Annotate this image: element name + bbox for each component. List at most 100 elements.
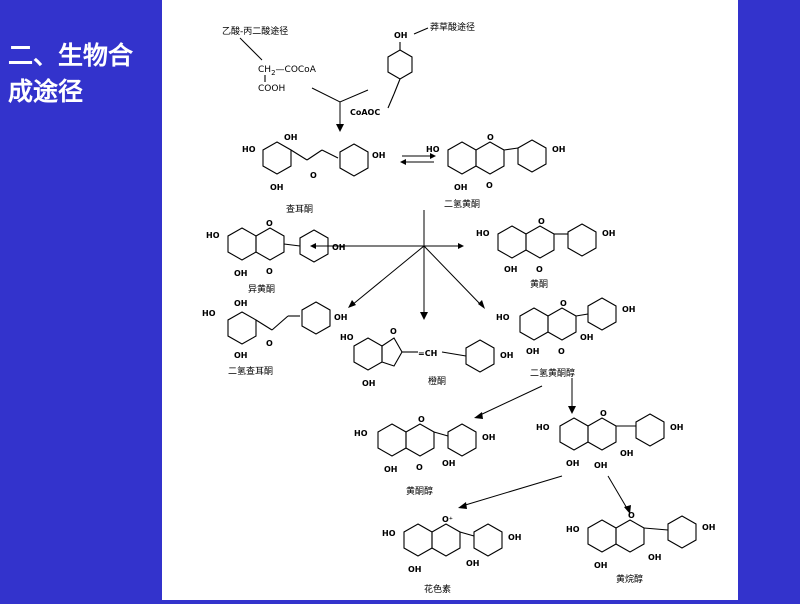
- compound-aurone: =CH O HO OH OH 橙酮: [340, 327, 514, 388]
- flavonol-ring-b: [447, 423, 477, 457]
- arrowhead-isoflavone: [310, 243, 316, 249]
- arrowhead-aurone: [420, 312, 428, 320]
- aurone-oh-b: OH: [500, 351, 514, 360]
- flavanone-ring-a: [447, 141, 477, 175]
- dihydroflavonol-oh-b: OH: [622, 305, 636, 314]
- branch-dihydrochalcone: [351, 245, 425, 306]
- aurone-ring-b: [465, 339, 495, 373]
- flavanone-ho: HO: [426, 145, 440, 154]
- precursor-shikimate-label: 莽草酸途径: [430, 21, 475, 33]
- flavanol-link: [643, 527, 669, 531]
- anthocyanidin-ring-a: [403, 523, 433, 557]
- arrowhead-diol: [568, 406, 576, 414]
- anthocyanidin-ring-b: [473, 523, 503, 557]
- isoflavone-link: [283, 243, 301, 247]
- diol-oh-a: OH: [566, 459, 580, 468]
- anthocyanidin-oh-3: OH: [466, 559, 480, 568]
- anthocyanidin-oh-a: OH: [408, 565, 422, 574]
- right-band: [738, 0, 800, 600]
- flavonol-o-ring: O: [418, 415, 425, 424]
- label-dihydroflavonol: 二氢黄酮醇: [530, 367, 575, 379]
- isoflavone-ring-a: [227, 227, 257, 261]
- compound-dihydrochalcone: OH HO OH OH O 二氢查耳酮: [202, 299, 348, 377]
- flavonol-oh-3: OH: [442, 459, 456, 468]
- flavanone-o-keto: O: [486, 181, 493, 190]
- coumaroyl-oh: OH: [394, 31, 408, 40]
- isoflavone-o-ring: O: [266, 219, 273, 228]
- isoflavone-ring-c: [255, 227, 285, 261]
- chalcone-chain3: [321, 149, 339, 159]
- diol-oh-b: OH: [670, 423, 684, 432]
- flavone-ring-b: [567, 223, 597, 257]
- compound-flavonol: O O OH HO OH OH 黄酮醇: [354, 415, 496, 497]
- flavanol-ring-b: [667, 515, 697, 549]
- flavonol-oh-a: OH: [384, 465, 398, 474]
- flavone-ring-c: [525, 225, 555, 259]
- aurone-ch: =CH: [418, 349, 437, 358]
- flavanone-o-ring: O: [487, 133, 494, 142]
- slide-title: 二、生物合 成途径: [8, 38, 158, 110]
- dihydroflavonol-o-ring: O: [560, 299, 567, 308]
- dihydroflavonol-link: [575, 313, 589, 317]
- eq-arrowhead-back: [400, 159, 406, 165]
- flavanol-oh-a: OH: [594, 561, 608, 570]
- dihydroflavonol-oh-a: OH: [526, 347, 540, 356]
- chalcone-o: O: [310, 171, 317, 180]
- flavonol-ho: HO: [354, 429, 368, 438]
- label-anthocyanidin: 花色素: [424, 583, 451, 595]
- chalcone-chain2: [306, 149, 323, 161]
- slide-title-line2: 成途径: [8, 77, 84, 106]
- left-band: [0, 0, 162, 600]
- dihydrochalcone-oh-bottom: OH: [234, 351, 248, 360]
- compound-anthocyanidin: O⁺ OH HO OH OH 花色素: [382, 515, 522, 595]
- diol-oh-3: OH: [620, 449, 634, 458]
- compound-flavanone: O O HO OH OH 二氢黄酮: [426, 133, 566, 210]
- dihydrochalcone-o: O: [266, 339, 273, 348]
- dihydrochalcone-oh-b: OH: [334, 313, 348, 322]
- anthocyanidin-ring-c: [431, 523, 461, 557]
- label-isoflavone: 异黄酮: [248, 283, 275, 295]
- flavanol-ho: HO: [566, 525, 580, 534]
- diol-ring-a: [559, 417, 589, 451]
- chalcone-ring-b: [339, 143, 369, 177]
- flavanone-ring-b: [517, 139, 547, 173]
- coumaroyl-chain2: [387, 93, 395, 109]
- flavone-ring-a: [497, 225, 527, 259]
- arrowhead-anthocyanidin: [458, 502, 467, 509]
- dihydrochalcone-chain2: [271, 315, 289, 331]
- aurone-link: [441, 351, 467, 357]
- eq-arrowhead-forward: [430, 153, 436, 159]
- diol-ring-b: [635, 413, 665, 447]
- flavanone-ring-c: [475, 141, 505, 175]
- dihydrochalcone-ring-b: [301, 301, 331, 335]
- isoflavone-ho: HO: [206, 231, 220, 240]
- flavonol-ring-a: [377, 423, 407, 457]
- isoflavone-oh-a: OH: [234, 269, 248, 278]
- compound-flavanol: O HO OH OH OH 黄烷醇: [566, 511, 716, 585]
- aurone-ring-a: [353, 337, 383, 371]
- compound-flavone: O O HO OH OH 黄酮: [476, 217, 616, 290]
- isoflavone-ring-b: [299, 229, 329, 263]
- flavone-oh-a: OH: [504, 265, 518, 274]
- precursor-malonyl: 乙酸-丙二酸途径 CH2—COCoA COOH: [222, 25, 317, 94]
- arrow-malonyl-down: [239, 37, 263, 61]
- arrow-to-anthocyanidin: [461, 475, 563, 507]
- flavone-o-ring: O: [538, 217, 545, 226]
- anthocyanidin-o-plus: O⁺: [442, 515, 453, 524]
- compound-flavan-diol: O HO OH OH OH OH: [536, 409, 684, 470]
- slide-title-line1: 二、生物合: [8, 41, 134, 70]
- flavanol-oh-b: OH: [702, 523, 716, 532]
- dihydroflavonol-ho: HO: [496, 313, 510, 322]
- dihydrochalcone-ho: HO: [202, 309, 216, 318]
- coumaroyl-ring: [387, 49, 413, 80]
- aurone-oh-a: OH: [362, 379, 376, 388]
- chalcone-ho-a: HO: [242, 145, 256, 154]
- flavone-o-keto: O: [536, 265, 543, 274]
- diol-ho: HO: [536, 423, 550, 432]
- flavanol-ring-a: [587, 519, 617, 553]
- flavanol-ring-c: [615, 519, 645, 553]
- flavone-ho: HO: [476, 229, 490, 238]
- anthocyanidin-ho: HO: [382, 529, 396, 538]
- flavanone-oh-a: OH: [454, 183, 468, 192]
- aurone-o: O: [390, 327, 397, 336]
